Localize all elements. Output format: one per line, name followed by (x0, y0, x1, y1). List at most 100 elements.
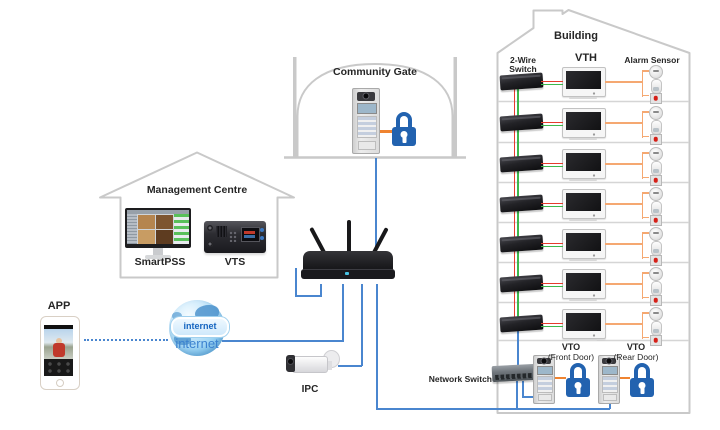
vth-monitor (562, 108, 606, 138)
vto-card-reader (603, 393, 617, 402)
padlock-icon (392, 112, 416, 146)
line-mgmt-v2 (319, 284, 322, 296)
speaker-grille (216, 226, 227, 237)
panic-red-dot (653, 258, 658, 263)
two-wire-switch-device (499, 234, 544, 253)
smoke-detector-icon (649, 147, 663, 161)
line-switch-vth-red (541, 121, 563, 124)
vth-buttons (565, 293, 601, 297)
wifi-router-icon (301, 218, 395, 288)
monitor-frame (125, 208, 191, 248)
video-tile (156, 230, 173, 244)
panic-red-dot (653, 178, 658, 183)
panic-button-icon (649, 255, 662, 266)
smartpss-list (174, 214, 189, 244)
vto-camera (537, 357, 551, 365)
network-switch-device (491, 363, 536, 383)
vth-base (569, 97, 597, 99)
vto-screen (537, 366, 553, 375)
building-floors (497, 0, 690, 430)
vth-base (569, 219, 597, 221)
panic-button-icon (649, 134, 662, 145)
column-alarm-sensor: Alarm Sensor (624, 55, 680, 65)
vto-card-reader (538, 393, 552, 402)
community-gate-title: Community Gate (332, 66, 417, 78)
pir-sensor-icon (650, 161, 662, 176)
line-switch-vth-red (541, 80, 563, 83)
line-switch-vth-green (541, 165, 563, 168)
vth-base (569, 299, 597, 301)
vto-rear-sub: (Rear Door) (613, 352, 659, 362)
camera-lens (286, 355, 295, 372)
vth-base (569, 138, 597, 140)
video-tile (156, 215, 173, 229)
switch-ports (495, 372, 533, 380)
vto-card-reader (358, 140, 376, 151)
vts-keypad (229, 231, 239, 242)
alarm-bracket-vertical (641, 111, 644, 138)
alarm-bracket-vertical (641, 232, 644, 259)
lock-body (566, 378, 590, 397)
line-vth-alarm (605, 81, 643, 83)
vto-front-name: VTO (561, 342, 581, 352)
line-netswitch-drop (515, 381, 518, 409)
internet-label: internet (175, 336, 219, 351)
front-door-vto-station (533, 355, 555, 404)
alarm-bracket-bottom-arm (641, 176, 649, 179)
line-switch-vth-green (541, 205, 563, 208)
video-tile (138, 215, 155, 229)
vth-monitor (562, 269, 606, 299)
smartpss-monitor (125, 208, 193, 263)
line-switch-vth-red (541, 162, 563, 165)
column-vth: VTH (575, 52, 597, 64)
line-switch-vth-green (541, 124, 563, 127)
app-label: APP (47, 300, 71, 312)
home-button-icon (56, 378, 64, 387)
vth-base (569, 259, 597, 261)
alarm-bracket-vertical (641, 312, 644, 339)
vto-keypad (537, 375, 553, 393)
camera-body (292, 356, 328, 373)
vth-screen (565, 111, 601, 130)
vts-device (204, 221, 266, 253)
two-wire-switch-device (499, 72, 544, 91)
building-floor (497, 303, 690, 346)
building-floor (497, 61, 690, 104)
building-floor (497, 143, 690, 186)
smartpss-sidebar (127, 214, 137, 244)
line-vth-alarm (605, 283, 643, 285)
lock-shackle (634, 363, 650, 379)
line-switch-vth-green (541, 285, 563, 288)
alarm-bracket-bottom-arm (641, 135, 649, 138)
line-front-lock (553, 376, 566, 379)
network-switch-label: Network Switch (428, 374, 492, 384)
alarm-bracket-bottom-arm (641, 256, 649, 259)
line-ipc-v (360, 284, 363, 366)
column-2wire-switch: 2-Wire Switch (509, 55, 537, 75)
line-rear-lock (618, 376, 630, 379)
line-gate-lock (378, 130, 394, 133)
monitor-base (145, 255, 171, 259)
alarm-bracket-top-arm (641, 312, 649, 314)
line-front-vto-v (521, 381, 524, 397)
vth-screen (565, 272, 601, 291)
line-internet-router-h (222, 340, 343, 342)
line-gate-router (374, 158, 377, 251)
monitor-stand (153, 248, 163, 255)
keyhole (400, 130, 408, 138)
video-call-image (44, 329, 73, 359)
lock-shackle (570, 363, 586, 379)
alarm-bracket-top-arm (641, 111, 649, 113)
two-wire-switch-device (499, 274, 544, 293)
panic-button-icon (649, 295, 662, 306)
pir-sensor-icon (650, 241, 662, 256)
camera-arm (326, 361, 332, 370)
vth-monitor (562, 229, 606, 259)
alarm-bracket-top-arm (641, 272, 649, 274)
vts-screen (241, 227, 260, 242)
alarm-bracket-top-arm (641, 152, 649, 154)
alarm-bracket-bottom-arm (641, 296, 649, 299)
lock-shackle (396, 112, 412, 128)
caller-torso (53, 343, 65, 357)
